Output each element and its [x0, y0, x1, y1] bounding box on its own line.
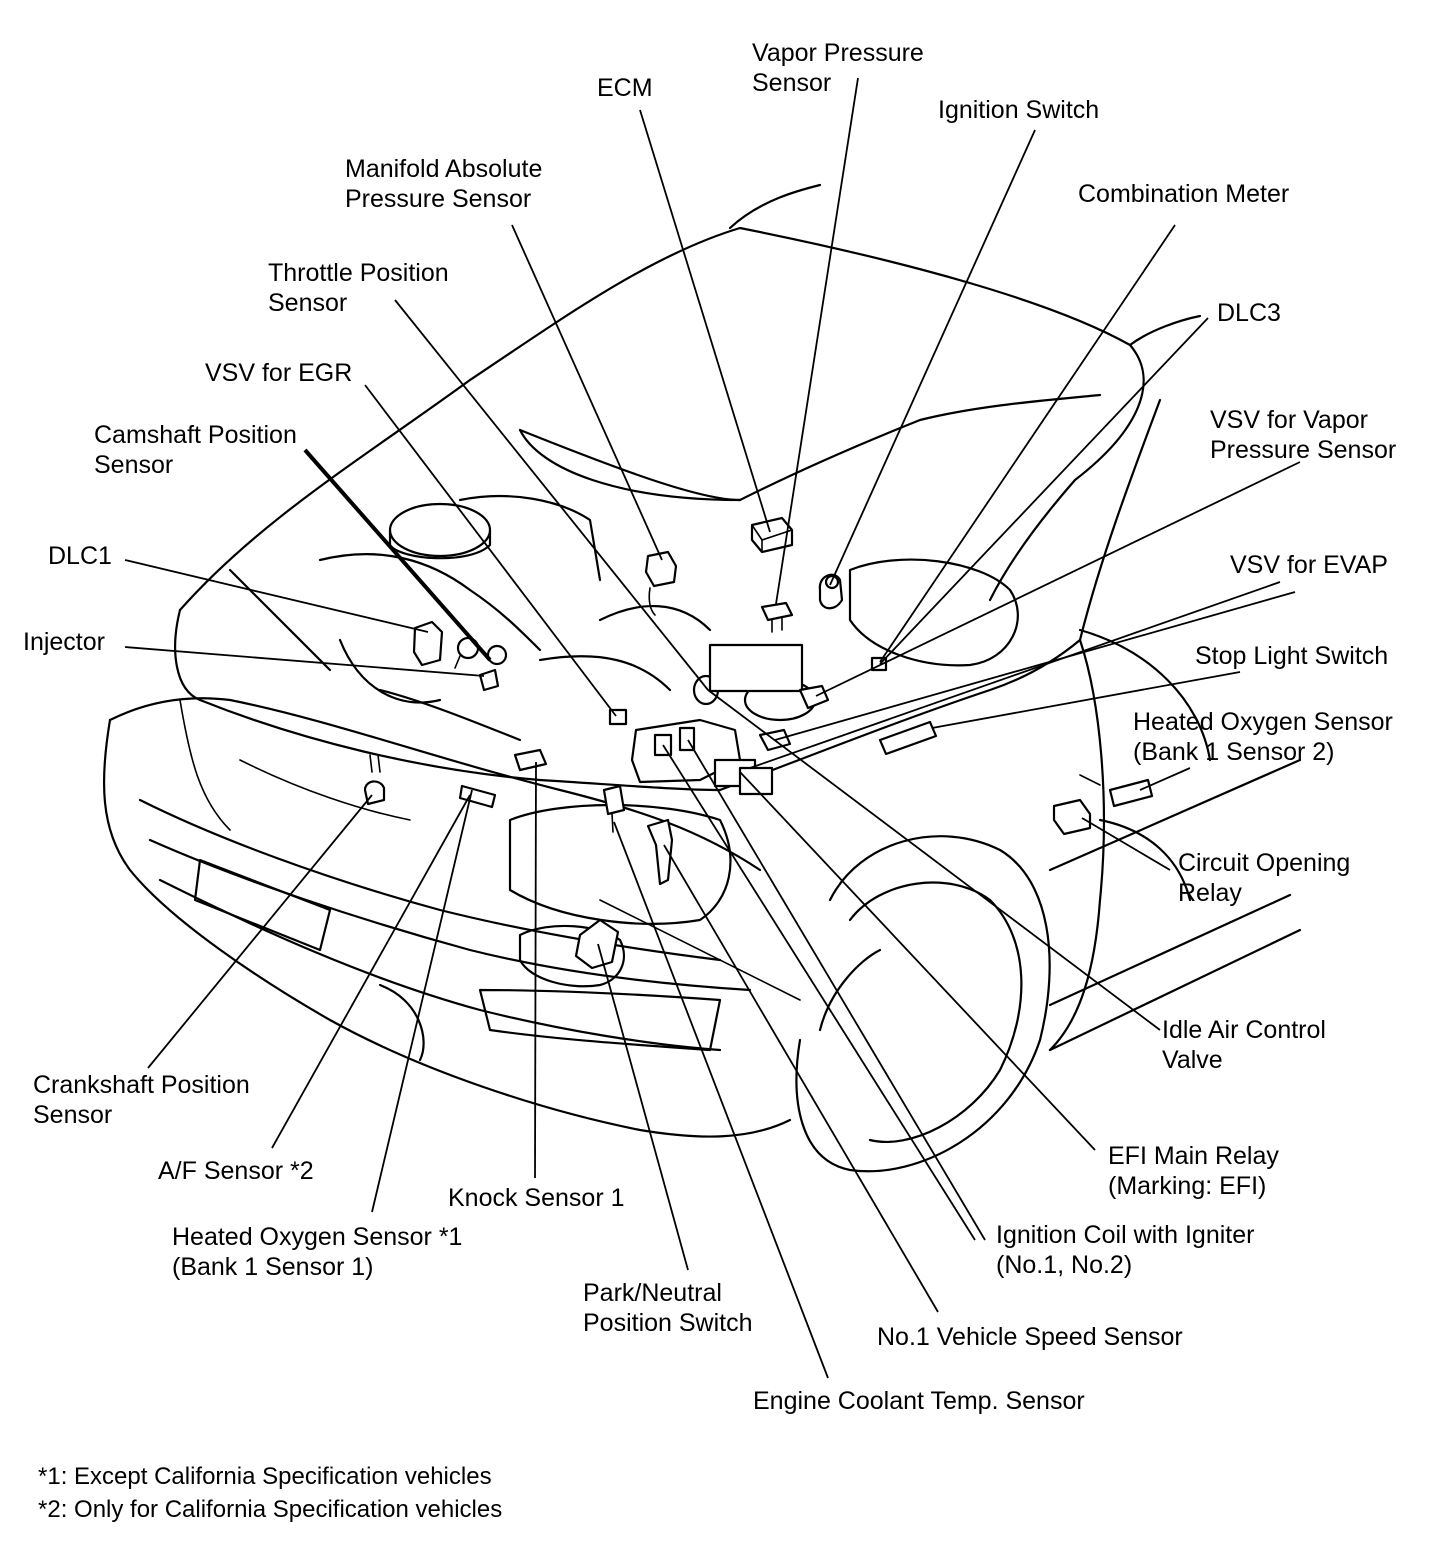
label-camshaft-position-sensor: Camshaft Position Sensor: [94, 421, 297, 479]
leader-idle-air-control: [707, 689, 1161, 1031]
leader-map-sensor: [511, 224, 663, 561]
label-ecm: ECM: [597, 74, 653, 102]
leader-vapor-pressure-sensor: [775, 77, 859, 605]
label-manifold-absolute-pressure-sensor: Manifold Absolute Pressure Sensor: [345, 155, 543, 213]
leader-crankshaft-position: [147, 794, 373, 1069]
label-idle-air-control-valve: Idle Air Control Valve: [1162, 1016, 1326, 1074]
leader-ecm: [639, 109, 771, 533]
leader-circuit-opening-relay: [1081, 817, 1171, 871]
leader-lines: [124, 77, 1301, 1379]
component-af-sensor: [458, 784, 497, 809]
label-ignition-switch: Ignition Switch: [938, 96, 1100, 124]
label-knock-sensor-1: Knock Sensor 1: [448, 1184, 625, 1212]
component-park-neutral-switch: [574, 918, 620, 970]
leader-af-sensor: [271, 794, 471, 1149]
leader-heated-oxygen-sensor-1: [371, 789, 473, 1213]
label-circuit-opening-relay: Circuit Opening Relay: [1178, 849, 1351, 907]
label-injector: Injector: [23, 628, 105, 656]
leader-dlc1: [124, 559, 429, 633]
vehicle-body-outline: [102, 183, 1302, 1173]
component-throttle-body: [692, 643, 804, 706]
leader-vehicle-speed: [663, 844, 939, 1313]
leader-dlc3: [879, 317, 1209, 665]
leader-ignition-switch: [829, 129, 1036, 586]
component-heated-oxygen-sensor-2: [1079, 774, 1154, 808]
leader-stop-light-switch: [931, 671, 1241, 729]
leader-injector: [124, 646, 485, 677]
component-dlc1: [412, 620, 444, 667]
label-af-sensor: A/F Sensor *2: [158, 1157, 314, 1185]
leader-heated-oxygen-sensor-2: [1139, 767, 1191, 791]
label-engine-coolant-temp-sensor: Engine Coolant Temp. Sensor: [753, 1387, 1085, 1415]
component-ect-sensor: [602, 784, 626, 833]
label-vsv-for-vapor-pressure-sensor: VSV for Vapor Pressure Sensor: [1210, 406, 1397, 464]
leader-park-neutral: [597, 943, 689, 1271]
component-injector: [478, 668, 500, 692]
label-throttle-position-sensor: Throttle Position Sensor: [268, 259, 449, 317]
component-engine-core: [630, 718, 774, 796]
leader-engine-coolant: [613, 821, 829, 1379]
label-no1-vehicle-speed-sensor: No.1 Vehicle Speed Sensor: [877, 1323, 1183, 1351]
component-vapor-pressure-sensor: [760, 601, 794, 633]
footnote-1: *1: Except California Specification vehi…: [38, 1463, 492, 1490]
leader-camshaft-position: [303, 448, 492, 662]
leader-ignition-coil-2: [687, 739, 986, 1241]
leader-ignition-coil-1: [662, 744, 976, 1241]
leader-vsv-vapor-pressure: [815, 461, 1301, 697]
label-vsv-for-egr: VSV for EGR: [205, 359, 353, 387]
leader-efi-main-relay: [739, 771, 1096, 1151]
leader-vsv-evap-1: [774, 591, 1296, 741]
leader-throttle-position: [394, 299, 709, 691]
footnote-2: *2: Only for California Specification ve…: [38, 1496, 503, 1523]
component-camshaft-sensor: [454, 636, 508, 669]
label-stop-light-switch: Stop Light Switch: [1195, 642, 1389, 670]
label-heated-oxygen-sensor-bank1-sensor2: Heated Oxygen Sensor (Bank 1 Sensor 2): [1133, 708, 1393, 766]
label-efi-main-relay: EFI Main Relay (Marking: EFI): [1108, 1142, 1279, 1200]
label-ignition-coil-with-igniter: Ignition Coil with Igniter (No.1, No.2): [996, 1221, 1255, 1279]
label-dlc3: DLC3: [1217, 299, 1281, 327]
label-combination-meter: Combination Meter: [1078, 180, 1290, 208]
component-circuit-opening-relay: [1052, 798, 1092, 836]
component-ignition-switch: [818, 573, 844, 610]
component-speed-sensor: [646, 818, 674, 886]
component-knock-sensor: [513, 748, 548, 772]
label-crankshaft-position-sensor: Crankshaft Position Sensor: [33, 1071, 250, 1129]
label-dlc1: DLC1: [48, 542, 112, 570]
leader-vsv-egr: [364, 384, 617, 717]
label-heated-oxygen-sensor-bank1-sensor1: Heated Oxygen Sensor *1 (Bank 1 Sensor 1…: [172, 1223, 463, 1281]
label-vsv-for-evap: VSV for EVAP: [1230, 551, 1388, 579]
label-park-neutral-position-switch: Park/Neutral Position Switch: [583, 1279, 753, 1337]
component-crankshaft-sensor: [363, 754, 386, 806]
leader-knock-sensor: [534, 761, 537, 1179]
label-vapor-pressure-sensor: Vapor Pressure Sensor: [752, 39, 924, 97]
leader-vsv-evap-2: [749, 581, 1281, 769]
component-ecm: [750, 516, 794, 554]
component-vsv-vapor-pressure: [798, 684, 830, 710]
component-map-sensor: [644, 550, 678, 616]
component-stop-light-switch: [878, 720, 938, 756]
leader-combination-meter: [879, 224, 1176, 663]
